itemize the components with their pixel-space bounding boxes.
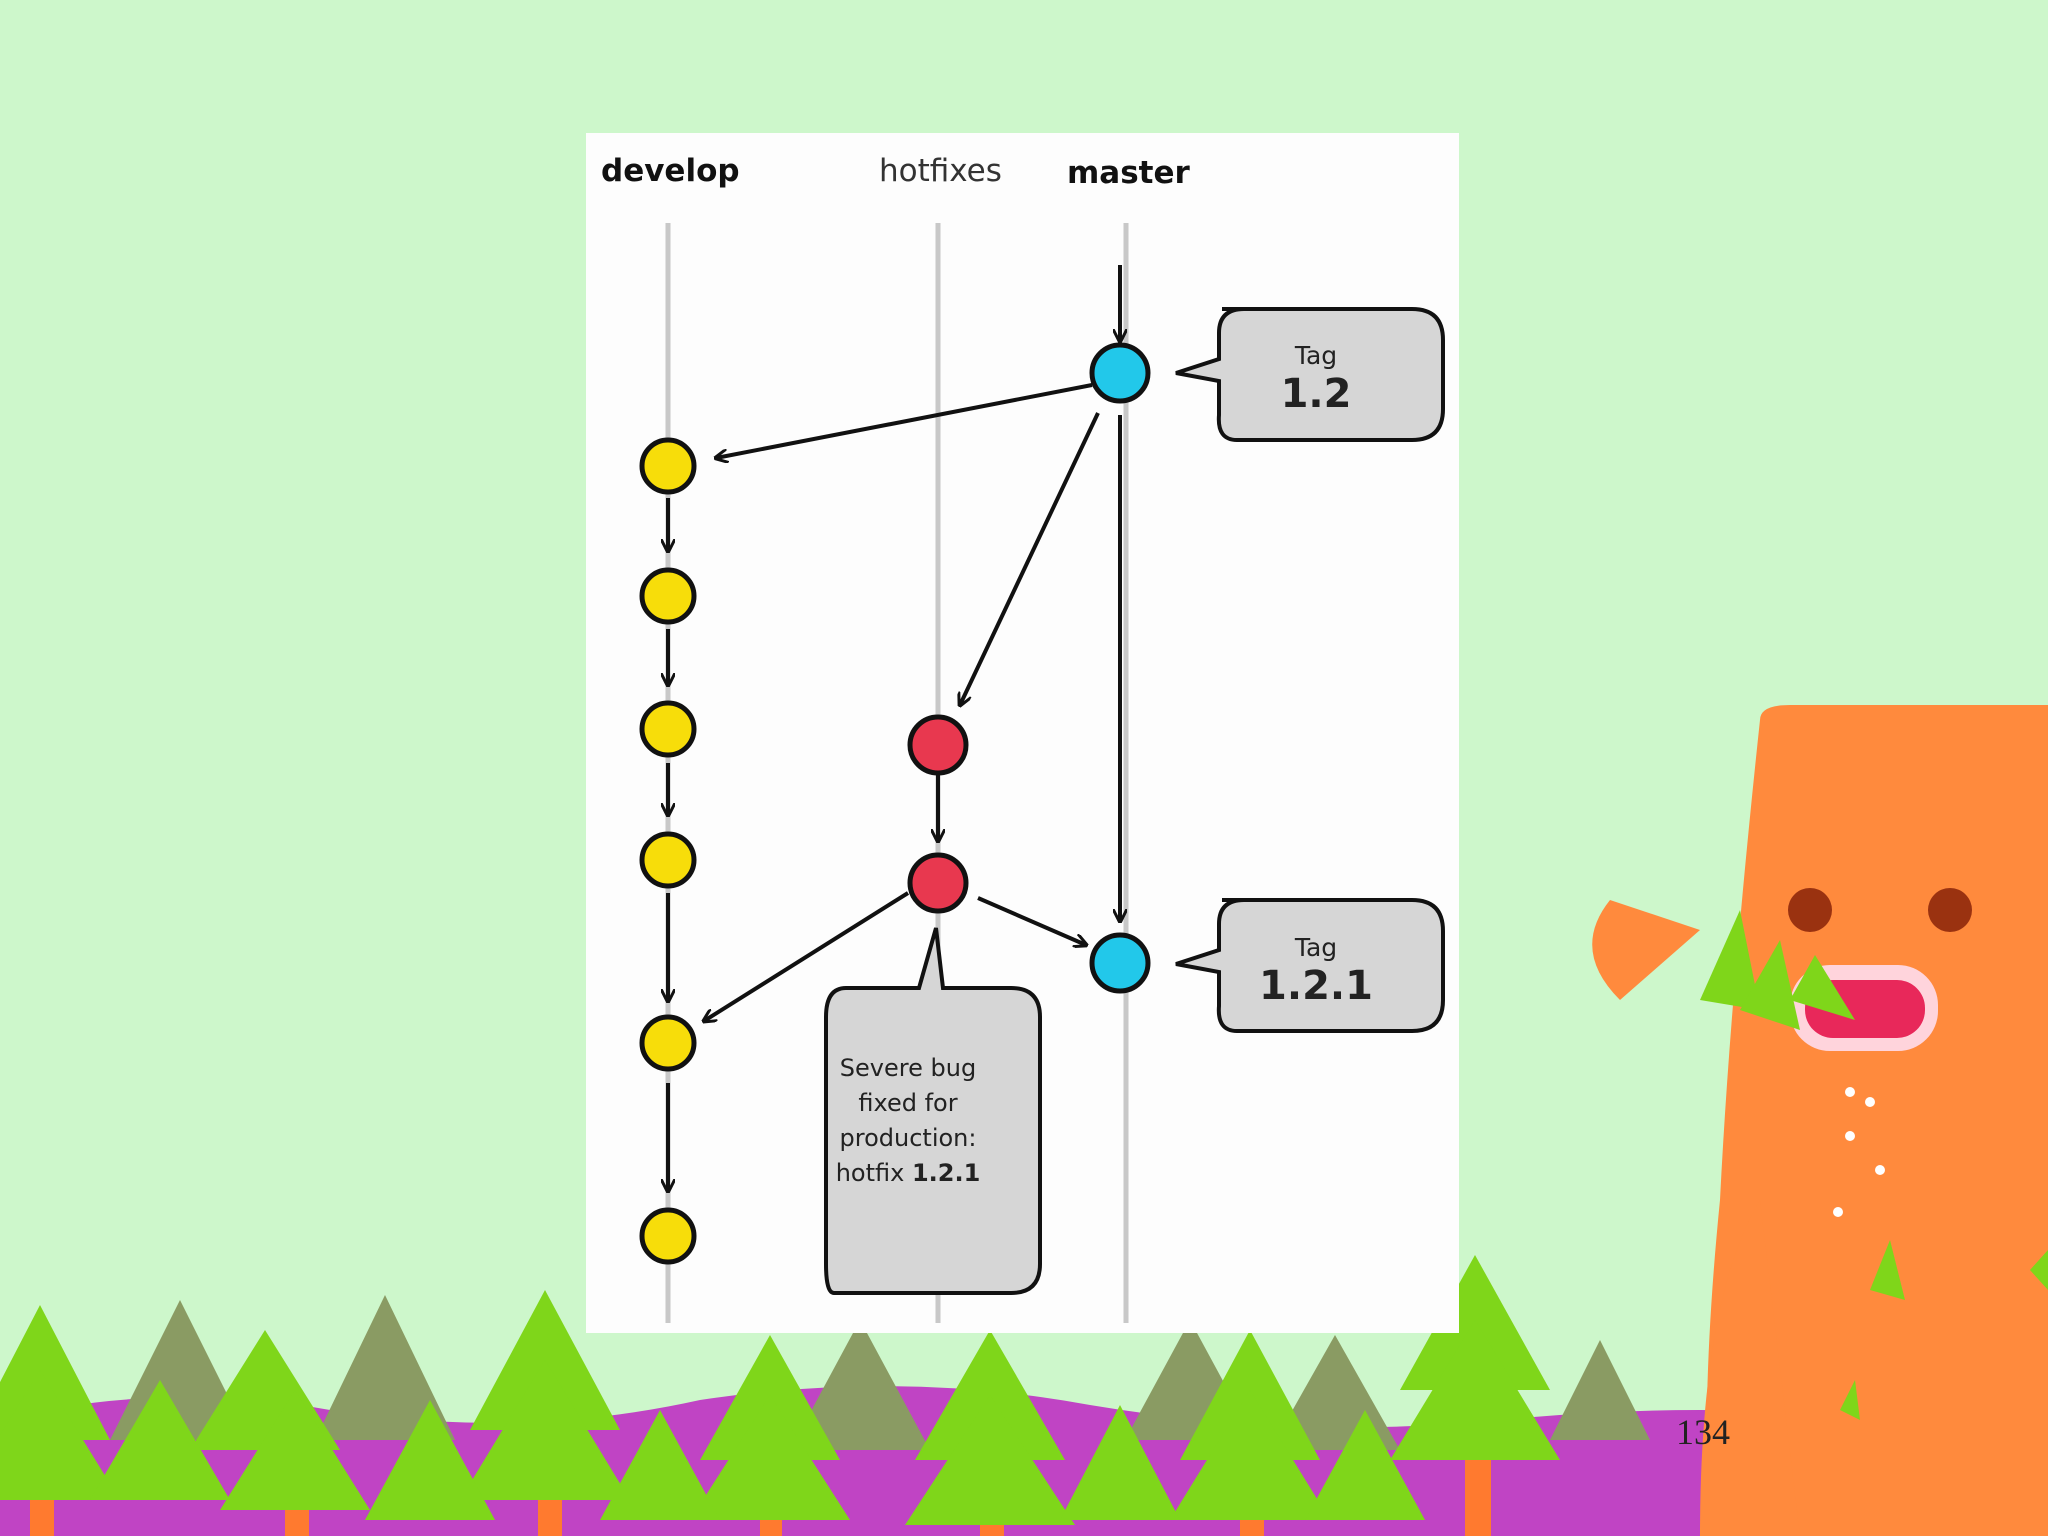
develop-commit-4 xyxy=(639,831,697,889)
master-commit-1-2 xyxy=(1089,342,1151,404)
arrow-master-to-develop xyxy=(716,383,1093,458)
master-commit-1-2-1 xyxy=(1089,932,1151,994)
arrow-hotfix-to-develop xyxy=(704,891,910,1021)
arrow-hotfix-to-master xyxy=(977,896,1086,945)
develop-commit-6 xyxy=(639,1207,697,1265)
note-line: hotfix 1.2.1 xyxy=(808,1156,1008,1191)
develop-commit-1 xyxy=(639,437,697,495)
hotfix-note: Severe bug fixed for production: hotfix … xyxy=(808,1051,1008,1191)
tag-bubble-1-2 xyxy=(1175,307,1445,442)
note-hotfix-word: hotfix xyxy=(835,1159,912,1187)
note-line: fixed for xyxy=(858,1089,958,1117)
develop-commit-2 xyxy=(639,567,697,625)
diagram-graphics xyxy=(639,223,1445,1323)
note-hotfix-version: 1.2.1 xyxy=(911,1159,981,1187)
tag-label-1-2-1: Tag 1.2.1 xyxy=(1226,933,1406,1009)
hotfix-commit-2 xyxy=(907,852,969,914)
tag-version: 1.2 xyxy=(1280,371,1352,417)
page-number: 134 xyxy=(1676,1412,1730,1452)
hotfix-commits xyxy=(907,714,969,914)
tag-version: 1.2.1 xyxy=(1259,963,1373,1009)
develop-commit-5 xyxy=(639,1014,697,1072)
develop-branch-label: develop xyxy=(601,153,740,189)
arrow-master-to-hotfix xyxy=(960,412,1100,705)
hotfix-commit-1 xyxy=(907,714,969,776)
tag-label-1-2: Tag 1.2 xyxy=(1226,341,1406,417)
develop-commits xyxy=(639,437,697,1265)
tag-bubble-1-2-1 xyxy=(1175,898,1445,1033)
note-bubble xyxy=(824,927,1042,1295)
foreground-trees xyxy=(0,1255,1560,1525)
gitflow-diagram: develop hotfixes master Tag 1.2 Tag 1.2.… xyxy=(586,133,1459,1333)
note-line: production: xyxy=(839,1124,977,1152)
tag-word: Tag xyxy=(1294,341,1338,370)
develop-commit-3 xyxy=(639,700,697,758)
note-line: Severe bug xyxy=(839,1054,977,1082)
master-branch-label: master xyxy=(1067,155,1190,191)
tag-word: Tag xyxy=(1294,933,1338,962)
master-commits xyxy=(1089,342,1151,994)
commit-arrows xyxy=(668,265,1120,1191)
hotfixes-branch-label: hotfixes xyxy=(879,153,1002,189)
